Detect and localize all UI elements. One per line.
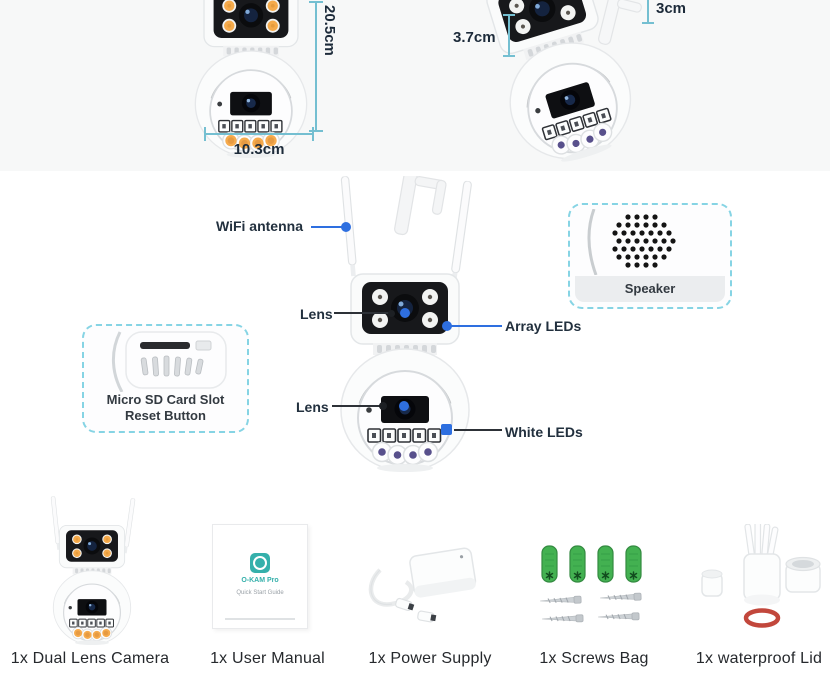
package-power-supply-image [368, 547, 477, 623]
lens-bottom-marker [399, 401, 409, 411]
white-leds-leader-line [454, 429, 502, 431]
sd-slot-callout: Micro SD Card Slot Reset Button [82, 324, 249, 433]
depth-measure-line [508, 15, 510, 57]
okam-logo-icon [250, 553, 270, 573]
lens-bottom-dot [379, 402, 387, 410]
height-measure-cap-bottom [309, 130, 323, 132]
lens-bottom-label: Lens [296, 399, 329, 415]
manual-fineprint-line [225, 618, 295, 620]
depth-measure-cap-top [503, 14, 515, 16]
top-photo-background [0, 0, 830, 171]
camera-front-photo [190, 0, 312, 158]
side-top-value: 3cm [656, 0, 687, 17]
top-measure-line [647, 0, 649, 23]
top-measure-cap-bottom [642, 22, 654, 24]
package-manual-image: O-KAM Pro Quick Start Guide [212, 524, 308, 629]
wifi-antenna-dot [341, 222, 351, 232]
package-item-label-power: 1x Power Supply [368, 650, 492, 667]
wifi-antenna-label: WiFi antenna [216, 218, 303, 234]
speaker-label: Speaker [624, 281, 676, 296]
array-leds-label: Array LEDs [505, 318, 582, 334]
package-item-label-screws: 1x Screws Bag [539, 650, 649, 667]
speaker-holes-icon [587, 209, 676, 275]
package-screws-image [539, 545, 642, 623]
manual-subtitle: Quick Start Guide [236, 590, 284, 596]
sd-slot-label: Micro SD Card Slot [106, 392, 225, 407]
height-measure-line [315, 2, 317, 132]
width-measure-cap-right [312, 127, 314, 141]
package-item-label-manual: 1x User Manual [210, 650, 325, 667]
speaker-label-strip: Speaker [575, 276, 725, 302]
front-width-value: 10.3cm [233, 141, 285, 158]
lens-top-dot [388, 310, 395, 317]
lens-top-leader-line [334, 312, 390, 314]
width-measure-cap-left [204, 127, 206, 141]
height-measure-cap-top [309, 1, 323, 3]
width-measure-line [205, 133, 313, 135]
white-leds-highlight [441, 424, 452, 435]
package-item-label-camera: 1x Dual Lens Camera [10, 650, 170, 667]
array-leds-leader-line [450, 325, 502, 327]
depth-measure-cap-bottom [503, 55, 515, 57]
lens-top-label: Lens [300, 306, 333, 322]
lens-bottom-leader-line [332, 405, 380, 407]
package-item-label-lid: 1x waterproof Lid [695, 650, 823, 667]
speaker-callout: Speaker [568, 203, 732, 309]
sd-slot-icon [111, 331, 227, 392]
side-depth-value: 3.7cm [453, 29, 496, 46]
array-leds-dot [442, 321, 452, 331]
white-leds-label: White LEDs [505, 424, 583, 440]
lens-top-marker [400, 308, 410, 318]
camera-mount-bracket [598, 0, 642, 45]
front-height-value: 20.5cm [321, 5, 338, 56]
reset-button-label: Reset Button [125, 408, 206, 423]
package-waterproof-lid-image [701, 524, 821, 628]
package-camera-image [50, 496, 136, 646]
wifi-antenna-leader-line [311, 226, 343, 228]
manual-brand: O-KAM Pro [241, 577, 279, 584]
camera-diagram [320, 176, 473, 476]
